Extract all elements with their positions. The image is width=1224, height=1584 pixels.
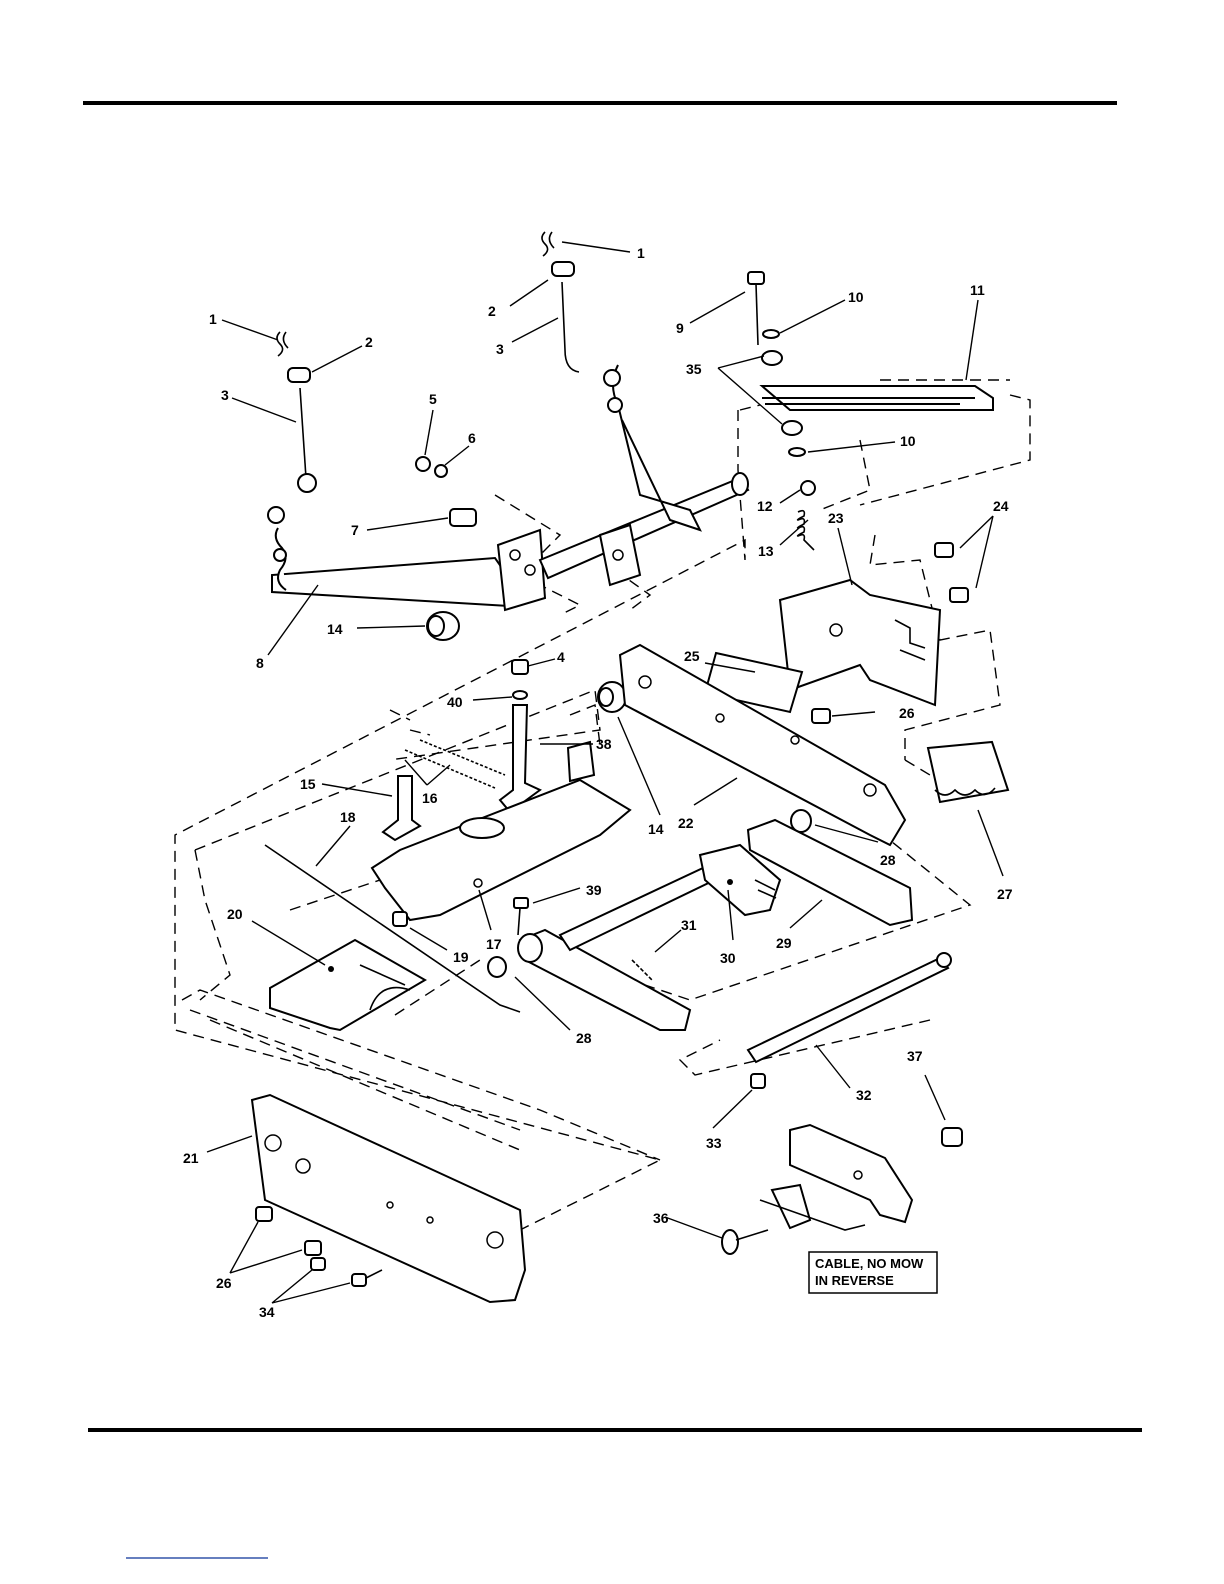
bolt-9 (748, 272, 764, 345)
callout-30: 30 (720, 950, 736, 966)
nut-37 (942, 1128, 962, 1146)
bolt-36 (722, 1230, 768, 1254)
bolt-26-lower-b (305, 1241, 321, 1255)
callout-25: 25 (684, 648, 700, 664)
nut-19 (393, 912, 407, 926)
callout-32: 32 (856, 1087, 872, 1103)
frame-rail-21 (252, 1095, 525, 1302)
bolt-24-upper (935, 543, 953, 557)
callout-35: 35 (686, 361, 702, 377)
callout-12: 12 (757, 498, 773, 514)
callout-3-left: 3 (221, 387, 229, 403)
callout-36: 36 (653, 1210, 669, 1226)
callout-10-upper: 10 (848, 289, 864, 305)
spacer-35-upper (762, 351, 782, 365)
callout-18: 18 (340, 809, 356, 825)
lift-shaft-assembly (268, 365, 748, 610)
callout-37: 37 (907, 1048, 923, 1064)
cable-note-line1: CABLE, NO MOW (815, 1256, 924, 1271)
rod-32 (748, 953, 951, 1062)
screw-34-a (311, 1258, 325, 1270)
callout-10-lower: 10 (900, 433, 916, 449)
bolt-39 (514, 898, 528, 935)
callout-15: 15 (300, 776, 316, 792)
callout-13: 13 (758, 543, 774, 559)
callout-14-right: 14 (648, 821, 664, 837)
lift-rod-left (298, 388, 316, 492)
callout-4: 4 (557, 649, 565, 665)
bushing-28-lower (488, 957, 506, 977)
springs-16 (405, 740, 505, 788)
nut-33 (751, 1074, 765, 1088)
cotter-pin-top (542, 232, 554, 256)
callout-38: 38 (596, 736, 612, 752)
callout-20: 20 (227, 906, 243, 922)
washer-40 (513, 691, 527, 699)
pin-31 (632, 960, 652, 980)
ferrule-top (552, 262, 574, 276)
bolt-26-lower-a (256, 1207, 272, 1221)
callout-17: 17 (486, 936, 502, 952)
callout-16: 16 (422, 790, 438, 806)
callout-8: 8 (256, 655, 264, 671)
cable-bracket (760, 1125, 912, 1230)
callout-14-left: 14 (327, 621, 343, 637)
callout-31: 31 (681, 917, 697, 933)
callout-7: 7 (351, 522, 359, 538)
callout-22: 22 (678, 815, 694, 831)
callout-19: 19 (453, 949, 469, 965)
bracket-15 (383, 776, 420, 840)
pedal-shaft-30 (518, 845, 780, 1030)
bushing-14-right (598, 682, 626, 712)
callout-23: 23 (828, 510, 844, 526)
callout-26-upper: 26 (899, 705, 915, 721)
cable-note-box: CABLE, NO MOW IN REVERSE (809, 1252, 937, 1293)
callout-24: 24 (993, 498, 1009, 514)
bolt-24-lower (950, 588, 968, 602)
callout-11: 11 (970, 282, 985, 298)
callout-1-top: 1 (637, 245, 645, 261)
bushing-7 (450, 509, 476, 526)
callout-6: 6 (468, 430, 476, 446)
pedal-pad-27 (928, 742, 1008, 802)
washer-10-lower (789, 448, 805, 456)
screw-34-b (352, 1270, 382, 1286)
nut-5 (416, 457, 430, 471)
shift-plate-23 (780, 580, 940, 705)
cable-note-line2: IN REVERSE (815, 1273, 894, 1288)
callout-2-top: 2 (488, 303, 496, 319)
cotter-pin-left (277, 332, 288, 356)
spring-13 (798, 511, 814, 550)
callout-34: 34 (259, 1304, 275, 1320)
callout-39: 39 (586, 882, 602, 898)
callout-28-upper: 28 (880, 852, 896, 868)
callout-5: 5 (429, 391, 437, 407)
lift-rod-top (562, 282, 579, 372)
callout-29: 29 (776, 935, 792, 951)
washer-10-upper (763, 330, 779, 338)
callout-33: 33 (706, 1135, 722, 1151)
callout-1-left: 1 (209, 311, 217, 327)
bracket-38 (500, 705, 540, 812)
nut-4 (512, 660, 528, 674)
callout-40: 40 (447, 694, 463, 710)
washer-6 (435, 465, 447, 477)
callout-3-top: 3 (496, 341, 504, 357)
lever-11 (762, 386, 993, 410)
bushing-14-left (427, 612, 459, 640)
nut-26-upper (812, 709, 830, 723)
ferrule-left (288, 368, 310, 382)
nut-12 (801, 481, 815, 495)
callout-21: 21 (183, 1150, 199, 1166)
callout-2-left: 2 (365, 334, 373, 350)
callout-28-lower: 28 (576, 1030, 592, 1046)
plate-20 (270, 940, 425, 1030)
callout-26-lower: 26 (216, 1275, 232, 1291)
spacer-35-lower (782, 421, 802, 435)
callout-27: 27 (997, 886, 1013, 902)
callout-9: 9 (676, 320, 684, 336)
